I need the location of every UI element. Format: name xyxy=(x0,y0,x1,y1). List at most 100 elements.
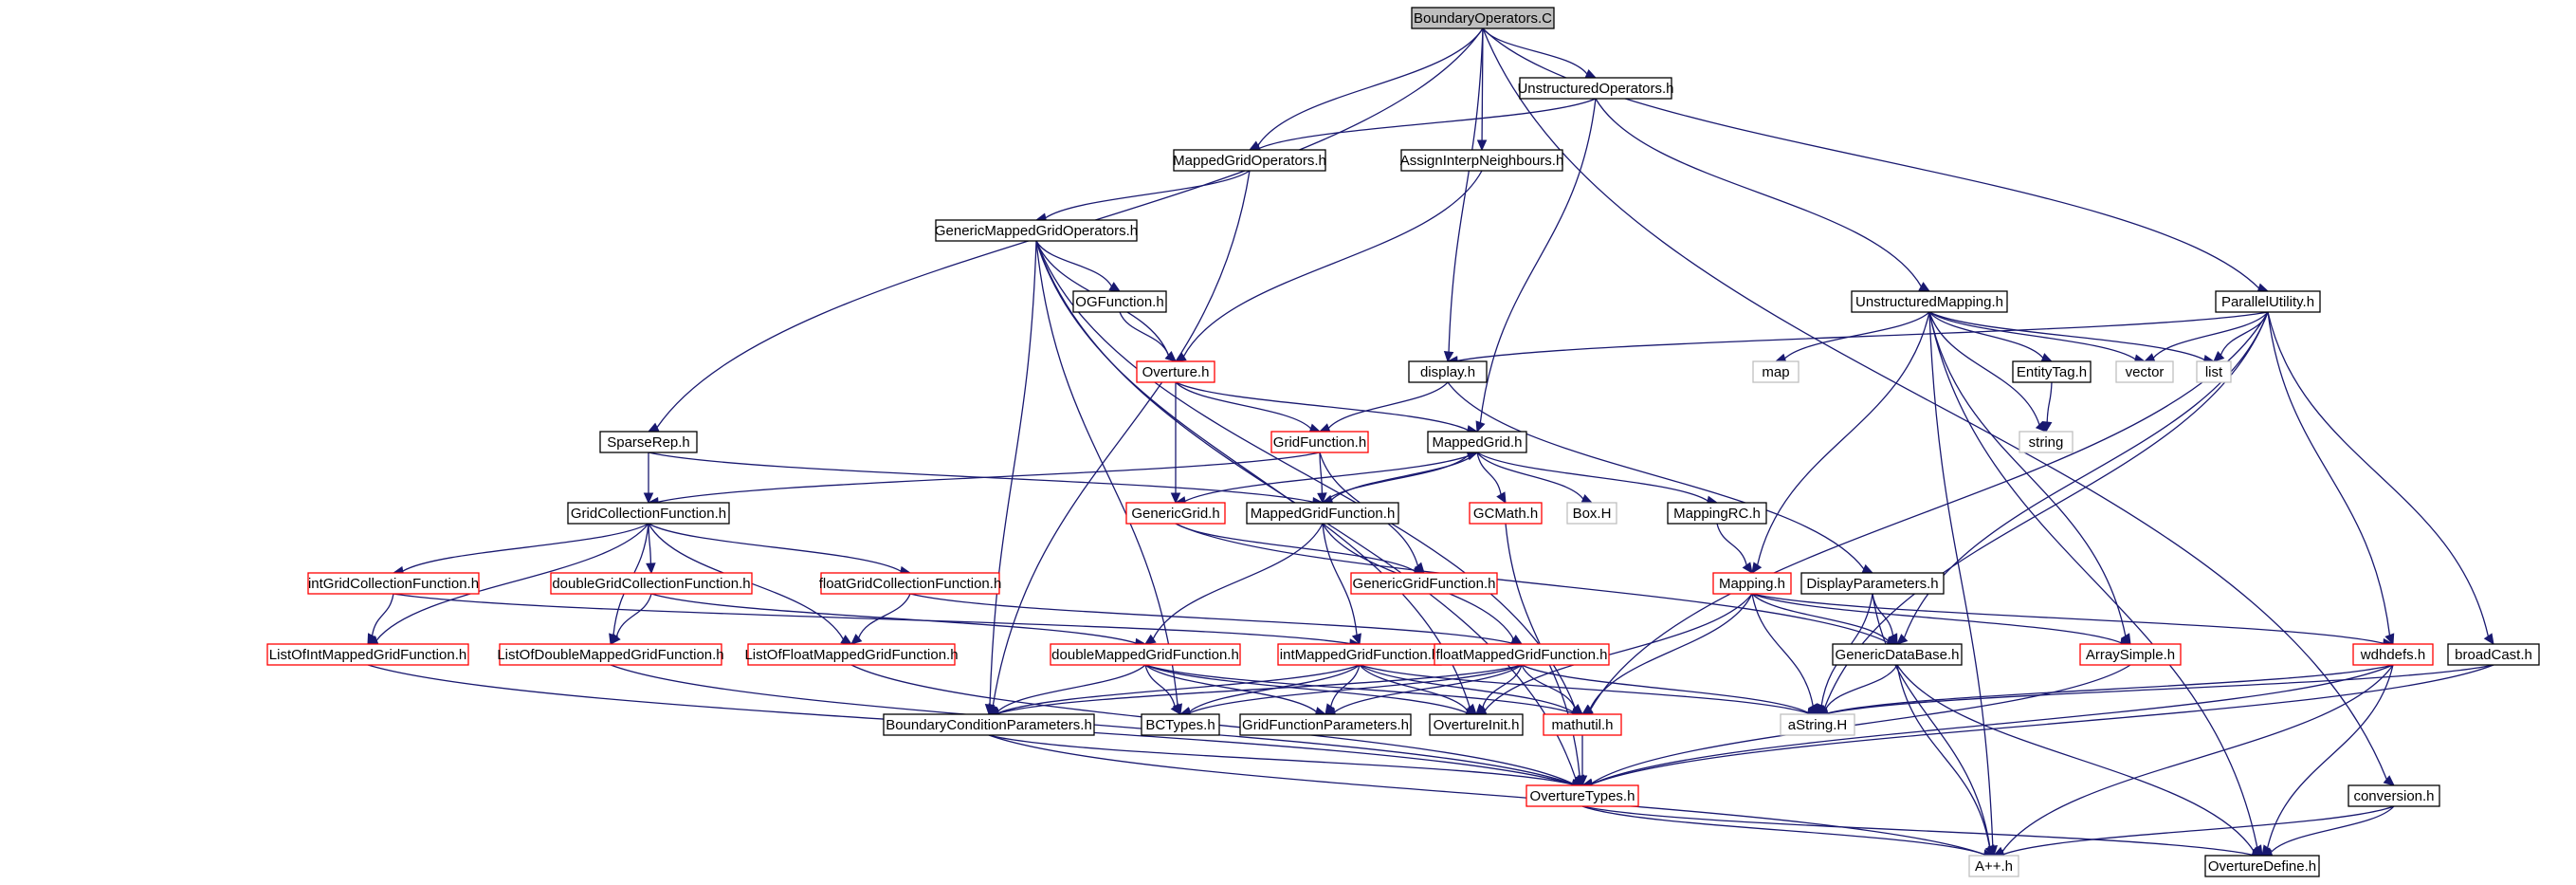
edge-arrowhead xyxy=(610,633,621,645)
node-appph[interactable]: A++.h xyxy=(1968,855,2019,877)
node-genericdb[interactable]: GenericDataBase.h xyxy=(1832,643,1963,666)
node-unstructured-mapping[interactable]: UnstructuredMapping.h xyxy=(1851,290,2008,313)
node-mathutil[interactable]: mathutil.h xyxy=(1543,713,1622,736)
node-box xyxy=(1125,502,1226,525)
edge-gcf-to-doublegcf xyxy=(646,523,656,575)
node-box xyxy=(1851,290,2008,313)
node-listofdouble[interactable]: ListOfDoubleMappedGridFunction.h xyxy=(497,643,724,666)
node-gridfunction[interactable]: GridFunction.h xyxy=(1270,431,1369,453)
node-listofint[interactable]: ListOfIntMappedGridFunction.h xyxy=(266,643,469,666)
node-astring[interactable]: aString.H xyxy=(1780,713,1855,736)
node-boundary-c[interactable]: BoundaryOperators.C xyxy=(1411,7,1555,29)
edge-ogfunction-to-overture xyxy=(1119,311,1177,362)
node-box xyxy=(747,643,956,666)
node-box xyxy=(2348,784,2440,807)
node-vector[interactable]: vector xyxy=(2115,360,2174,383)
node-overture[interactable]: Overture.h xyxy=(1136,360,1215,383)
node-bcparams[interactable]: BoundaryConditionParameters.h xyxy=(883,713,1095,736)
node-floatgcf[interactable]: floatGridCollectionFunction.h xyxy=(819,572,1002,595)
node-label: MappingRC.h xyxy=(1673,506,1761,522)
node-wdhdefs[interactable]: wdhdefs.h xyxy=(2352,643,2434,666)
node-ggf[interactable]: GenericGridFunction.h xyxy=(1350,572,1498,595)
edge-arrowhead xyxy=(1351,633,1361,646)
node-arraysimple[interactable]: ArraySimple.h xyxy=(2079,643,2182,666)
node-overtureinit[interactable]: OvertureInit.h xyxy=(1429,713,1524,736)
node-broadcast[interactable]: broadCast.h xyxy=(2447,643,2540,666)
node-gcf[interactable]: GridCollectionFunction.h xyxy=(567,502,730,525)
edge-arrowhead xyxy=(1571,704,1583,715)
edge-line xyxy=(1175,523,1416,572)
node-box xyxy=(1752,360,1800,383)
node-label: intMappedGridFunction.h xyxy=(1280,647,1439,663)
edge-line xyxy=(1484,593,1753,711)
edge-doublegcf-to-listofdouble xyxy=(610,593,652,645)
node-intgcf[interactable]: intGridCollectionFunction.h xyxy=(307,572,480,595)
node-parallel-utility[interactable]: ParallelUtility.h xyxy=(2215,290,2321,313)
node-display[interactable]: display.h xyxy=(1408,360,1488,383)
edge-boundary-c-to-unstructured-ops xyxy=(1482,28,1598,79)
node-boxh[interactable]: Box.H xyxy=(1566,502,1617,525)
edge-line xyxy=(1896,664,2255,852)
node-box xyxy=(1712,572,1792,595)
node-genericgrid[interactable]: GenericGrid.h xyxy=(1125,502,1226,525)
node-doublegcf[interactable]: doubleGridCollectionFunction.h xyxy=(550,572,753,595)
edge-line xyxy=(2046,381,2053,423)
node-overturetypes[interactable]: OvertureTypes.h xyxy=(1526,784,1639,807)
node-label: SparseRep.h xyxy=(607,434,690,451)
node-box xyxy=(2012,360,2092,383)
edge-broadcast-to-overturetypes xyxy=(1580,664,2494,789)
node-box xyxy=(1400,149,1563,172)
node-displayparams[interactable]: DisplayParameters.h xyxy=(1800,572,1945,595)
edge-line xyxy=(1928,311,2205,360)
node-conversion[interactable]: conversion.h xyxy=(2348,784,2440,807)
node-assign-interp[interactable]: AssignInterpNeighbours.h xyxy=(1400,149,1564,172)
edge-line xyxy=(857,593,911,638)
node-box xyxy=(499,643,722,666)
node-overturedefine[interactable]: OvertureDefine.h xyxy=(2204,855,2320,877)
node-mappedgrid[interactable]: MappedGrid.h xyxy=(1427,431,1527,453)
node-box xyxy=(935,219,1138,242)
node-label: intGridCollectionFunction.h xyxy=(308,576,479,592)
node-map[interactable]: map xyxy=(1752,360,1800,383)
node-mgf[interactable]: MappedGridFunction.h xyxy=(1246,502,1399,525)
node-box xyxy=(1543,713,1622,736)
node-sparserep[interactable]: SparseRep.h xyxy=(599,431,698,453)
edge-arrowhead xyxy=(2143,353,2156,362)
edge-arrowhead xyxy=(2383,775,2395,786)
edge-mapping-to-astring xyxy=(1751,593,1818,716)
node-mapping[interactable]: Mapping.h xyxy=(1712,572,1792,595)
edge-line xyxy=(1035,240,1112,287)
edge-line xyxy=(1826,664,2394,714)
edge-mapped-grid-ops-to-bcparams xyxy=(988,170,1251,716)
edge-arrowhead xyxy=(1584,68,1598,79)
node-box xyxy=(1408,360,1488,383)
node-ogfunction[interactable]: OGFunction.h xyxy=(1072,290,1167,313)
node-listoffloat[interactable]: ListOfFloatMappedGridFunction.h xyxy=(744,643,959,666)
node-list[interactable]: list xyxy=(2196,360,2232,383)
node-gcmath[interactable]: GCMath.h xyxy=(1469,502,1543,525)
node-intmgf[interactable]: intMappedGridFunction.h xyxy=(1277,643,1442,666)
node-label: BoundaryOperators.C xyxy=(1414,10,1552,27)
edge-unstructured-mapping-to-overturedefine xyxy=(1928,311,2263,857)
edge-line xyxy=(393,593,1351,645)
node-bctypes[interactable]: BCTypes.h xyxy=(1141,713,1220,736)
node-unstructured-ops[interactable]: UnstructuredOperators.h xyxy=(1517,77,1674,100)
node-gfparams[interactable]: GridFunctionParameters.h xyxy=(1239,713,1412,736)
edge-unstructured-mapping-to-mapping xyxy=(1751,311,1930,575)
node-mapped-grid-ops[interactable]: MappedGridOperators.h xyxy=(1173,149,1326,172)
node-mappingrc[interactable]: MappingRC.h xyxy=(1667,502,1767,525)
edge-arrowhead xyxy=(1742,562,1753,574)
node-floatmgf[interactable]: floatMappedGridFunction.h xyxy=(1434,643,1610,666)
edge-parallel-utility-to-vector xyxy=(2143,311,2269,362)
node-label: list xyxy=(2205,364,2223,380)
node-label: GenericGridFunction.h xyxy=(1353,576,1496,592)
node-string[interactable]: string xyxy=(2019,431,2074,453)
node-generic-mgo[interactable]: GenericMappedGridOperators.h xyxy=(935,219,1138,242)
edge-line xyxy=(1456,311,2269,362)
node-label: ListOfIntMappedGridFunction.h xyxy=(269,647,466,663)
node-doublemgf[interactable]: doubleMappedGridFunction.h xyxy=(1050,643,1241,666)
node-box xyxy=(1246,502,1399,525)
node-entitytag[interactable]: EntityTag.h xyxy=(2012,360,2092,383)
edge-arrowhead xyxy=(1170,492,1181,505)
node-box xyxy=(1350,572,1498,595)
